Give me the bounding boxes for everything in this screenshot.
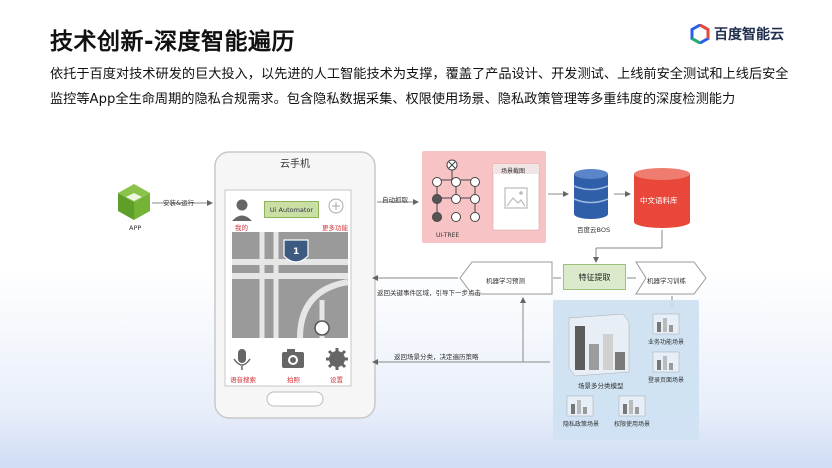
image-placeholder-icon [504, 187, 528, 209]
scene2-chart-icon [652, 351, 680, 373]
settings-label: 设置 [330, 376, 343, 384]
ml-predict-label: 机器学习预测 [486, 277, 525, 285]
brand-logo: 百度智能云 [690, 24, 784, 44]
install-label: 安装&运行 [163, 199, 195, 207]
feature-extract-box: 特征提取 [563, 264, 626, 290]
map-area [232, 232, 349, 339]
scene4-label: 权限使用场景 [614, 421, 651, 428]
return-class-label: 返回场景分类，决定遍历策略 [394, 353, 479, 361]
map-pin-icon [314, 320, 330, 336]
scene3-chart-icon [566, 395, 594, 417]
ui-tree-graph [432, 159, 480, 222]
bos-label: 百度云BOS [577, 226, 611, 234]
gear-icon[interactable] [326, 348, 348, 370]
app-label: APP [129, 224, 142, 232]
road-sign-number: 1 [293, 247, 300, 257]
ml-train-label: 机器学习训练 [647, 277, 686, 285]
scene1-chart-icon [652, 313, 680, 335]
phone-home-button[interactable] [266, 391, 324, 407]
page-title: 技术创新-深度智能遍历 [50, 29, 296, 55]
scene-screenshot-header [493, 164, 539, 174]
model-label: 场景多分类模型 [578, 382, 624, 390]
ml-predict-shape [459, 261, 553, 295]
my-label: 我的 [235, 224, 248, 232]
return-event-label: 返回关键事件区域，引导下一步点击 [377, 289, 481, 297]
bos-database-icon [573, 169, 609, 219]
scene4-chart-icon [618, 395, 646, 417]
logo-text: 百度智能云 [714, 27, 784, 43]
plus-icon[interactable] [328, 198, 344, 214]
baidu-cloud-icon [690, 24, 710, 44]
user-icon [232, 199, 252, 221]
camera-icon[interactable] [282, 349, 304, 368]
model-panel-graphics [566, 313, 680, 417]
more-features-label: 更多功能 [322, 224, 348, 232]
bar-chart-3d-icon [568, 313, 630, 377]
scene3-label: 隐私政策场景 [563, 421, 600, 428]
phone-title: 云手机 [280, 159, 310, 170]
voice-search-label: 语音搜索 [230, 376, 256, 384]
auto-capture-label: 自动抓取 [382, 196, 408, 204]
app-cube-icon [118, 184, 150, 220]
uiautomator-button[interactable]: Ui Automator [264, 201, 319, 218]
corpus-label: 中文语料库 [640, 196, 678, 205]
scene-screenshot-label: 场景截图 [501, 168, 526, 175]
scene1-label: 业务功能场景 [648, 339, 685, 346]
corpus-database-icon [634, 168, 690, 228]
ml-train-shape [635, 261, 707, 295]
photo-label: 拍照 [287, 376, 300, 384]
road-sign-icon [283, 239, 309, 263]
microphone-icon[interactable] [233, 349, 251, 370]
scene2-label: 登录页面场景 [648, 377, 685, 384]
ui-tree-label: UI-TREE [436, 232, 460, 239]
description-text: 依托于百度对技术研发的巨大投入，以先进的人工智能技术为支撑，覆盖了产品设计、开发… [50, 67, 789, 107]
